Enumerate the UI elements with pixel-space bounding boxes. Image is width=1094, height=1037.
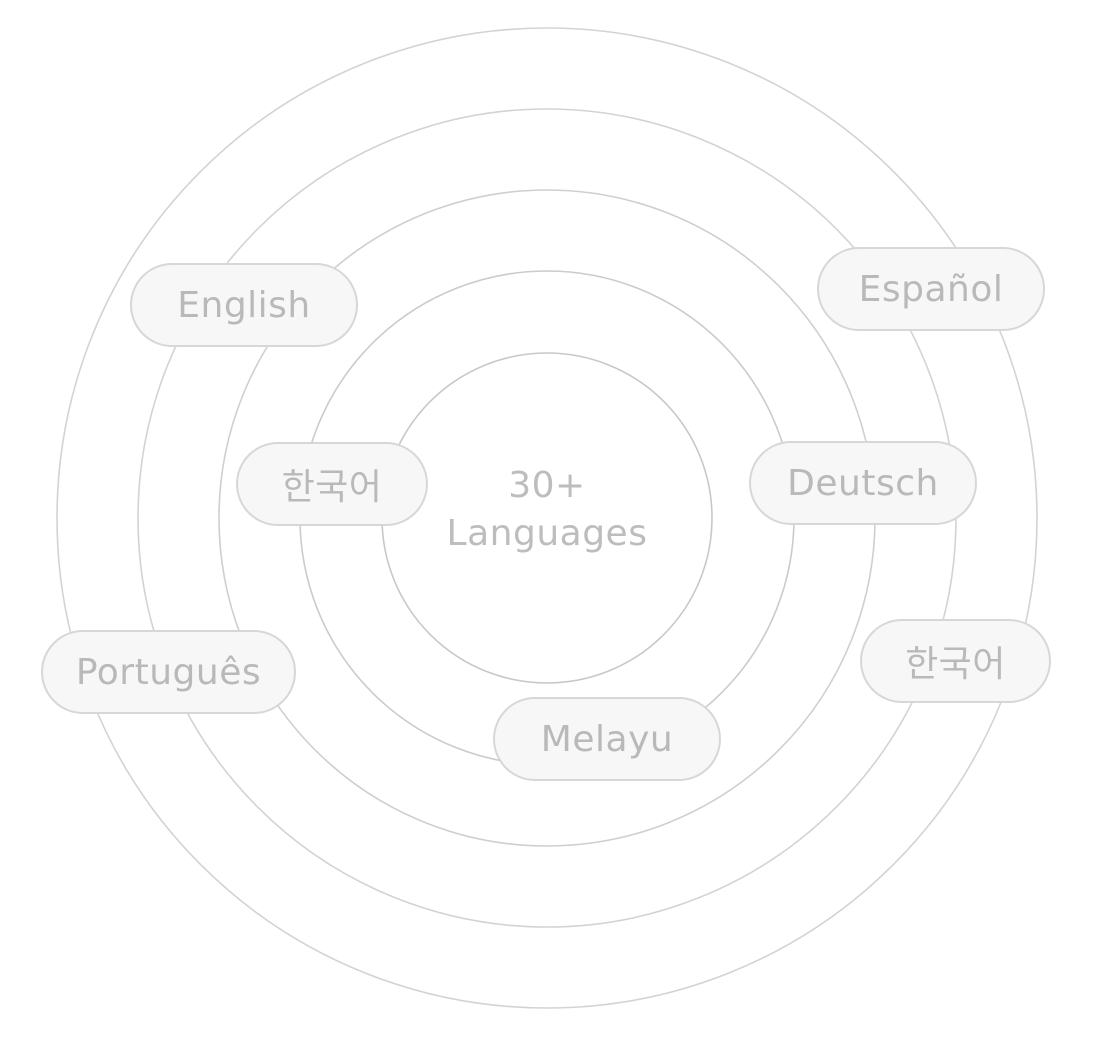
language-pill-melayu: Melayu bbox=[493, 697, 721, 781]
languages-count: 30+ bbox=[508, 465, 586, 506]
language-pill-deutsch: Deutsch bbox=[749, 441, 977, 525]
language-pill-espanol: Español bbox=[817, 247, 1045, 331]
language-pill-korean: 한국어 bbox=[236, 442, 428, 526]
languages-word: Languages bbox=[446, 513, 648, 554]
ring-outer bbox=[56, 27, 1038, 1009]
language-pill-portugues: Português bbox=[41, 630, 296, 714]
languages-count-label: 30+ Languages bbox=[397, 462, 697, 558]
language-pill-korean-2: 한국어 bbox=[860, 619, 1051, 703]
language-pill-english: English bbox=[130, 263, 358, 347]
